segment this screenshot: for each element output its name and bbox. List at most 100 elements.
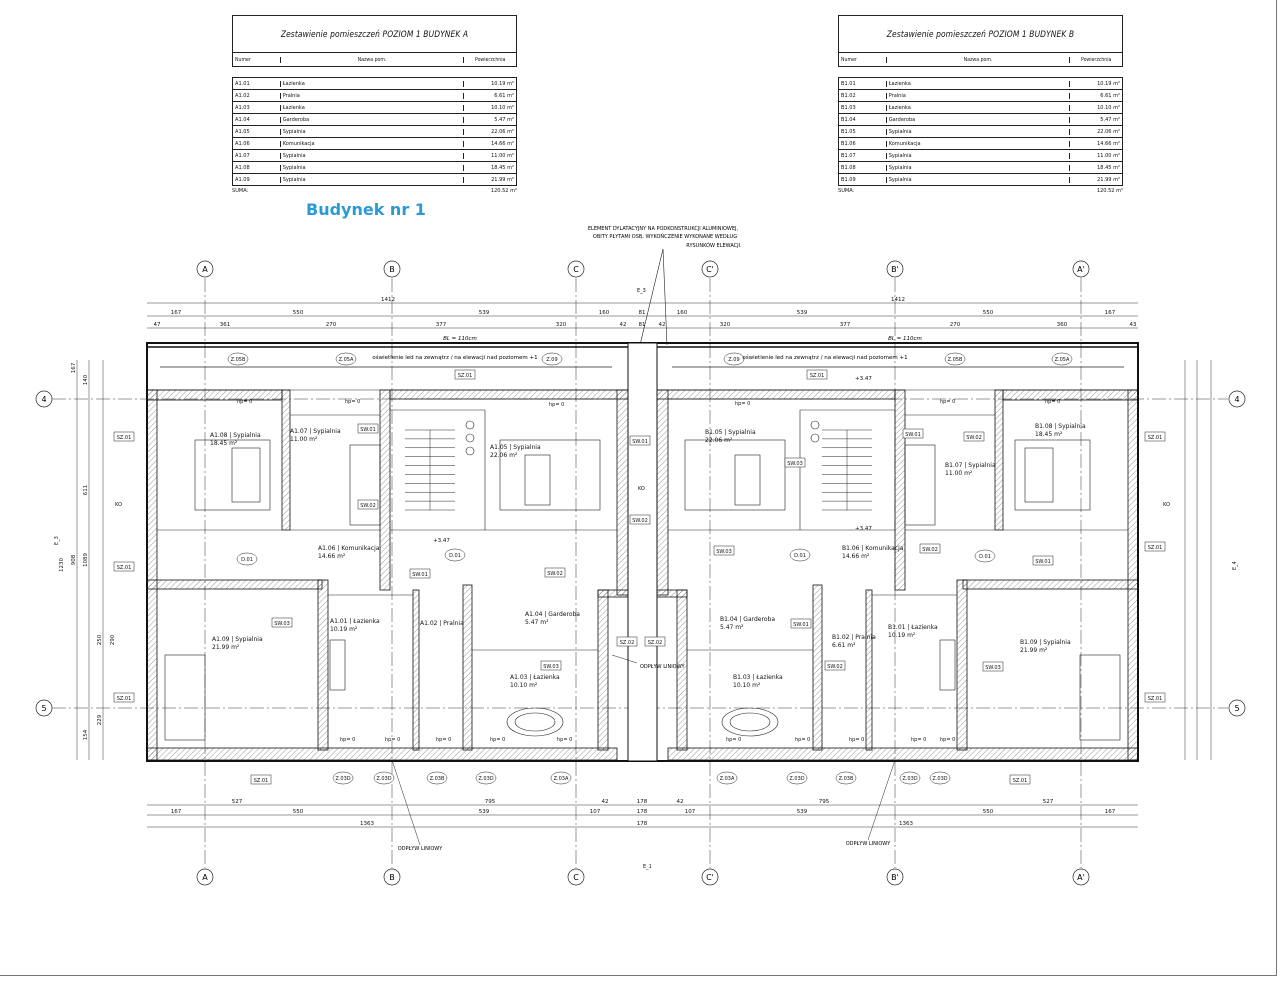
table-title: Zestawienie pomieszczeń POZIOM 1 BUDYNEK… (838, 15, 1123, 53)
room-number: A1.08 (233, 164, 281, 171)
tag-label: SZ.01 (458, 373, 473, 379)
room-name: Komunikacja (887, 140, 1071, 147)
grid-bubble-c: C (567, 868, 585, 886)
dimension-value: 360 (1057, 322, 1068, 328)
tag-label: SZ.01 (117, 435, 132, 441)
tag-sz-01: SZ.01 (113, 561, 135, 572)
bathtub-b103 (721, 707, 779, 737)
level-plus: +3.47 (855, 376, 872, 382)
room-name: Sypialnia (281, 176, 465, 183)
tag-z-03d: Z.03D (899, 771, 921, 785)
grid-bubble-c-prime: C' (701, 260, 719, 278)
dimension-value: 42 (620, 322, 627, 328)
room-name: Sypialnia (887, 164, 1071, 171)
room-area: 11.00 m² (945, 470, 973, 477)
room-name: Łazienka (281, 80, 465, 87)
ledge-note-b: oświetlenie led na zewnątrz / na elewacj… (742, 354, 907, 361)
dimension-value: 1363 (899, 821, 913, 827)
dimension-value: 167 (1105, 310, 1116, 316)
tag-sz-01: SZ.01 (1144, 431, 1166, 442)
tag-z-03a: Z.03A (716, 771, 738, 785)
tag-d-01: D.01 (236, 552, 258, 566)
tag-z-05b: Z.05B (227, 352, 249, 366)
ko-marker: KO (638, 486, 645, 492)
room-number: B1.05 (839, 128, 887, 135)
level-marker: hp= 0 (940, 399, 955, 405)
room-schedule-table-a: Zestawienie pomieszczeń POZIOM 1 BUDYNEK… (232, 15, 517, 196)
dimension-value: 160 (677, 310, 688, 316)
level-plus: +3.47 (855, 526, 872, 532)
tag-z-03d: Z.03D (475, 771, 497, 785)
tag-label: SZ.01 (1148, 435, 1163, 441)
tag-label: SZ.01 (254, 778, 269, 784)
tag-label: Z.03D (789, 776, 804, 782)
room-area: 5.47 m² (494, 116, 514, 123)
tag-sw-02: SW.02 (544, 567, 566, 578)
room-area: 21.99 m² (491, 176, 514, 183)
walls-building-a (146, 389, 629, 761)
grid-bubble-c: C (567, 260, 585, 278)
room-area: 5.47 m² (525, 619, 549, 626)
wardrobe-b107 (904, 444, 936, 526)
tag-label: SZ.01 (810, 373, 825, 379)
grid-label: C (573, 873, 579, 882)
dimension-value: 47 (154, 322, 161, 328)
room-area: 10.19 m² (1097, 80, 1120, 87)
tag-z-09: Z.09 (723, 352, 745, 366)
room-name: Garderoba (281, 116, 465, 123)
tag-label: D.01 (979, 554, 991, 560)
tag-label: SW.02 (922, 547, 938, 553)
section-e1: E_1 (643, 864, 652, 870)
dimension-value: 539 (479, 809, 490, 815)
room-id-name: B1.06 | Komunikacja (842, 545, 904, 552)
tag-label: SW.01 (412, 572, 428, 578)
tag-label: SW.02 (360, 503, 376, 509)
room-id-name: B1.09 | Sypialnia (1020, 639, 1071, 646)
room-area: 10.19 m² (888, 632, 916, 639)
interior-partitions (157, 409, 1128, 651)
room-number: B1.04 (839, 116, 887, 123)
room-number: A1.01 (233, 80, 281, 87)
wardrobe-a107 (349, 444, 381, 526)
room-number: B1.07 (839, 152, 887, 159)
grid-label: B (389, 265, 395, 274)
tag-label: Z.03D (478, 776, 493, 782)
drain-label-b: ODPŁYW LINIOWY (398, 846, 444, 852)
tag-label: Z.03D (902, 776, 917, 782)
tag-label: D.01 (794, 553, 806, 559)
dimension-value: 795 (485, 799, 496, 805)
grid-label: 5 (1234, 704, 1239, 713)
building-title: Budynek nr 1 (306, 200, 426, 219)
dimension-value: 539 (797, 310, 808, 316)
room-area: 14.66 m² (491, 140, 514, 147)
tag-sz-01: SZ.01 (113, 692, 135, 703)
level-marker: hp= 0 (911, 737, 926, 743)
bed-b108 (1014, 439, 1091, 511)
tag-label: SZ.01 (117, 696, 132, 702)
dimension-value: 107 (685, 809, 696, 815)
dimension-value: 550 (293, 809, 304, 815)
bathtub-a103 (506, 707, 564, 737)
tag-sw-01: SW.01 (902, 428, 924, 439)
section-e4: E_4 (1232, 561, 1238, 570)
dimension-value: 1412 (381, 297, 395, 303)
dimension-value: 550 (293, 310, 304, 316)
room-name: Pralnia (887, 92, 1071, 99)
dimension-value: 178 (637, 809, 648, 815)
dimension-value: 320 (556, 322, 567, 328)
tag-z-09: Z.09 (541, 352, 563, 366)
furniture (164, 420, 1121, 741)
tag-sw-02: SW.02 (357, 499, 379, 510)
room-area: 21.99 m² (1020, 647, 1048, 654)
